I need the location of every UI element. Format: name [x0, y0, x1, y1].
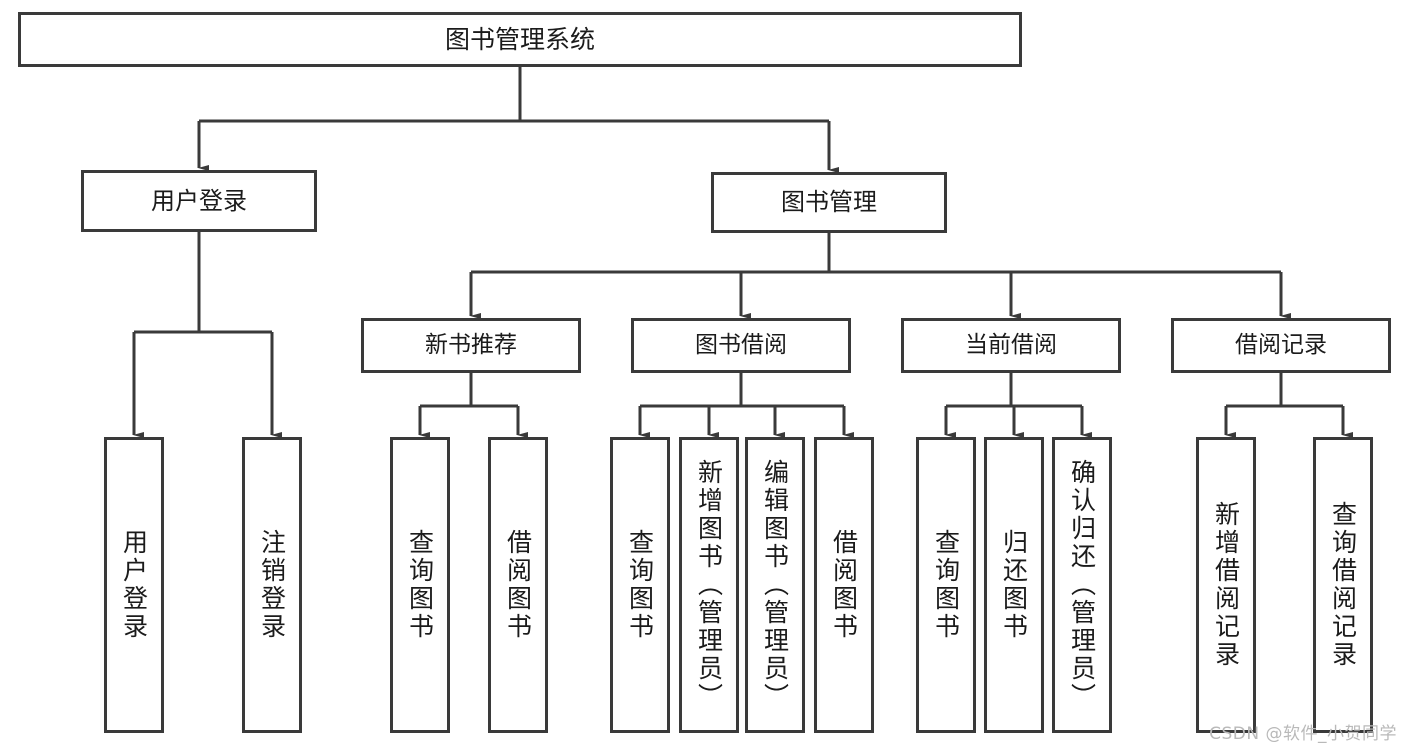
node-label-leaf-logout: 注销登录 — [257, 529, 287, 641]
node-leaf-confirm-return[interactable]: 确认归还（管理员） — [1052, 437, 1112, 733]
node-label-leaf-edit-book: 编辑图书（管理员） — [760, 459, 790, 711]
node-label-leaf-confirm-return: 确认归还（管理员） — [1067, 459, 1097, 711]
node-label-leaf-borrow-book-2: 借阅图书 — [829, 529, 859, 641]
node-label-leaf-add-record: 新增借阅记录 — [1211, 501, 1241, 669]
node-current-borrow[interactable]: 当前借阅 — [901, 318, 1121, 373]
node-leaf-add-record[interactable]: 新增借阅记录 — [1196, 437, 1256, 733]
node-leaf-query-book-1[interactable]: 查询图书 — [390, 437, 450, 733]
node-leaf-query-book-3[interactable]: 查询图书 — [916, 437, 976, 733]
node-label-new-book-rec: 新书推荐 — [425, 331, 517, 358]
node-label-leaf-query-book-2: 查询图书 — [625, 529, 655, 641]
node-label-user-login: 用户登录 — [151, 186, 247, 215]
node-leaf-user-login[interactable]: 用户登录 — [104, 437, 164, 733]
node-user-login[interactable]: 用户登录 — [81, 170, 317, 232]
node-borrow-record[interactable]: 借阅记录 — [1171, 318, 1391, 373]
node-book-manage[interactable]: 图书管理 — [711, 172, 947, 233]
node-leaf-return-book[interactable]: 归还图书 — [984, 437, 1044, 733]
node-leaf-add-book[interactable]: 新增图书（管理员） — [679, 437, 739, 733]
node-label-leaf-user-login: 用户登录 — [119, 529, 149, 641]
node-leaf-borrow-book-2[interactable]: 借阅图书 — [814, 437, 874, 733]
node-label-leaf-query-book-3: 查询图书 — [931, 529, 961, 641]
watermark: CSDN @软件_小贺同学 — [1209, 724, 1397, 744]
node-leaf-borrow-book-1[interactable]: 借阅图书 — [488, 437, 548, 733]
node-leaf-query-record[interactable]: 查询借阅记录 — [1313, 437, 1373, 733]
node-label-book-borrow: 图书借阅 — [695, 331, 787, 358]
node-leaf-edit-book[interactable]: 编辑图书（管理员） — [745, 437, 805, 733]
node-book-borrow[interactable]: 图书借阅 — [631, 318, 851, 373]
node-label-root: 图书管理系统 — [444, 24, 595, 54]
node-label-leaf-query-record: 查询借阅记录 — [1328, 501, 1358, 669]
node-label-leaf-borrow-book-1: 借阅图书 — [503, 529, 533, 641]
node-label-leaf-add-book: 新增图书（管理员） — [694, 459, 724, 711]
node-leaf-query-book-2[interactable]: 查询图书 — [610, 437, 670, 733]
node-leaf-logout[interactable]: 注销登录 — [242, 437, 302, 733]
node-label-borrow-record: 借阅记录 — [1235, 331, 1327, 358]
node-label-current-borrow: 当前借阅 — [965, 331, 1057, 358]
node-root[interactable]: 图书管理系统 — [18, 12, 1022, 67]
node-new-book-rec[interactable]: 新书推荐 — [361, 318, 581, 373]
connector-group — [132, 67, 1353, 438]
node-label-book-manage: 图书管理 — [781, 188, 877, 217]
node-label-leaf-query-book-1: 查询图书 — [405, 529, 435, 641]
node-label-leaf-return-book: 归还图书 — [999, 529, 1029, 641]
